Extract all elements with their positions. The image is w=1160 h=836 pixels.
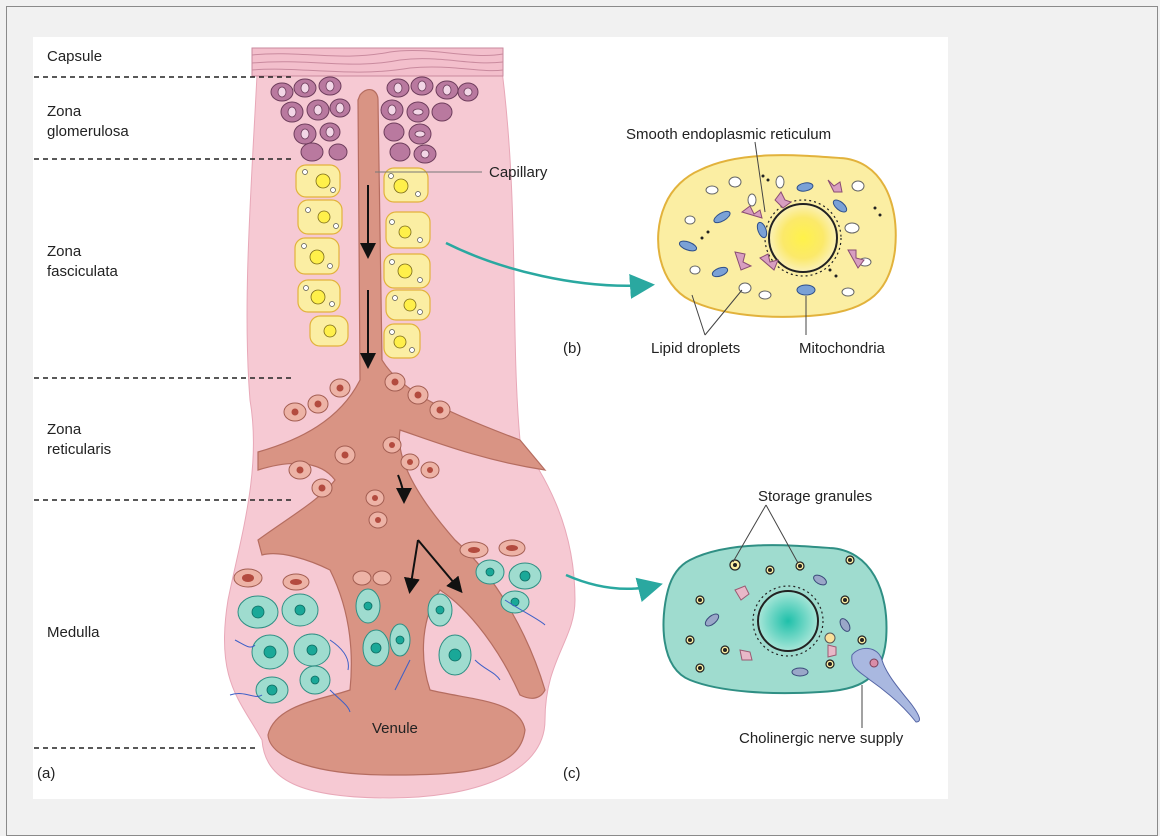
label-lipid-droplets: Lipid droplets	[651, 340, 740, 357]
label-fasciculata-2: fasciculata	[47, 263, 119, 280]
label-reticularis-2: reticularis	[47, 441, 111, 458]
arrow-to-cell-c	[566, 575, 658, 589]
label-storage-granules: Storage granules	[758, 488, 872, 505]
label-fasciculata-1: Zona	[47, 243, 82, 260]
fasciculata-cell-detail	[658, 155, 896, 317]
medulla-cell-detail	[663, 545, 919, 722]
label-smooth-er: Smooth endoplasmic reticulum	[626, 126, 831, 143]
label-medulla: Medulla	[47, 624, 100, 641]
panel-label-b: (b)	[563, 340, 581, 357]
label-reticularis-1: Zona	[47, 421, 82, 438]
label-glomerulosa-2: glomerulosa	[47, 123, 129, 140]
label-mitochondria: Mitochondria	[799, 340, 886, 357]
panel-label-a: (a)	[37, 765, 55, 782]
label-capsule: Capsule	[47, 48, 102, 65]
label-capillary: Capillary	[489, 164, 548, 181]
panel-label-c: (c)	[563, 765, 581, 782]
label-cholinergic: Cholinergic nerve supply	[739, 730, 904, 747]
label-venule: Venule	[372, 720, 418, 737]
label-glomerulosa-1: Zona	[47, 103, 82, 120]
